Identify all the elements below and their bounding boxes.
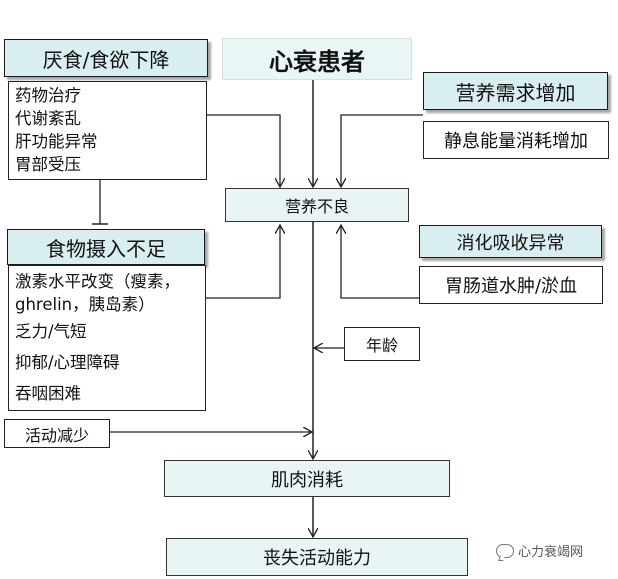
title-box: 心衰患者 [222,38,412,80]
muscle-label: 肌肉消耗 [271,469,343,491]
age-label: 年龄 [365,336,398,355]
demand-item: 静息能量消耗增加 [444,131,588,152]
appetite-item: 代谢紊乱 [15,109,81,128]
appetite-item: 药物治疗 [15,86,81,105]
intake-item: ghrelin，胰岛素） [15,295,155,314]
appetite-header-label: 厌食/食欲下降 [42,47,170,72]
digestion-item-box: 胃肠道水肿/淤血 [419,266,603,304]
demand-item-box: 静息能量消耗增加 [423,121,609,159]
intake-item: 抑郁/心理障碍 [15,353,120,372]
muscle-box: 肌肉消耗 [164,460,450,497]
malnutrition-label: 营养不良 [284,197,349,216]
page-title: 心衰患者 [269,47,365,76]
loss-label: 丧失活动能力 [263,548,371,569]
loss-box: 丧失活动能力 [166,538,468,576]
arrow-digestion-to-malnutrition [341,226,419,299]
arrow-intake-to-malnutrition [206,226,280,299]
intake-item: 乏力/气短 [15,322,87,341]
digestion-header: 消化吸收异常 [419,225,602,258]
arrow-appetite-to-malnutrition [207,114,280,186]
intake-item: 吞咽困难 [15,384,81,403]
malnutrition-box: 营养不良 [225,188,409,222]
appetite-item: 肝功能异常 [15,132,98,151]
digestion-item: 胃肠道水肿/淤血 [444,276,578,297]
intake-header: 食物摄入不足 [7,229,205,265]
intake-list: 激素水平改变（瘦素， ghrelin，胰岛素） 乏力/气短 抑郁/心理障碍 吞咽… [8,265,206,411]
intake-header-label: 食物摄入不足 [46,236,166,261]
watermark-label: 心力衰竭网 [518,545,584,560]
demand-header-label: 营养需求增加 [455,80,576,105]
intake-item: 激素水平改变（瘦素， [15,272,180,291]
arrow-demand-to-malnutrition [341,114,423,186]
activity-box: 活动减少 [4,419,110,448]
activity-label: 活动减少 [24,425,89,445]
demand-header: 营养需求增加 [423,72,608,110]
appetite-list: 药物治疗 代谢紊乱 肝功能异常 胃部受压 [8,81,207,180]
appetite-item: 胃部受压 [15,155,81,174]
age-box: 年龄 [344,327,420,361]
appetite-header: 厌食/食欲下降 [4,39,208,77]
chat-bubble-icon [496,543,514,558]
watermark: 心力衰竭网 [496,541,583,560]
digestion-header-label: 消化吸收异常 [456,232,565,254]
